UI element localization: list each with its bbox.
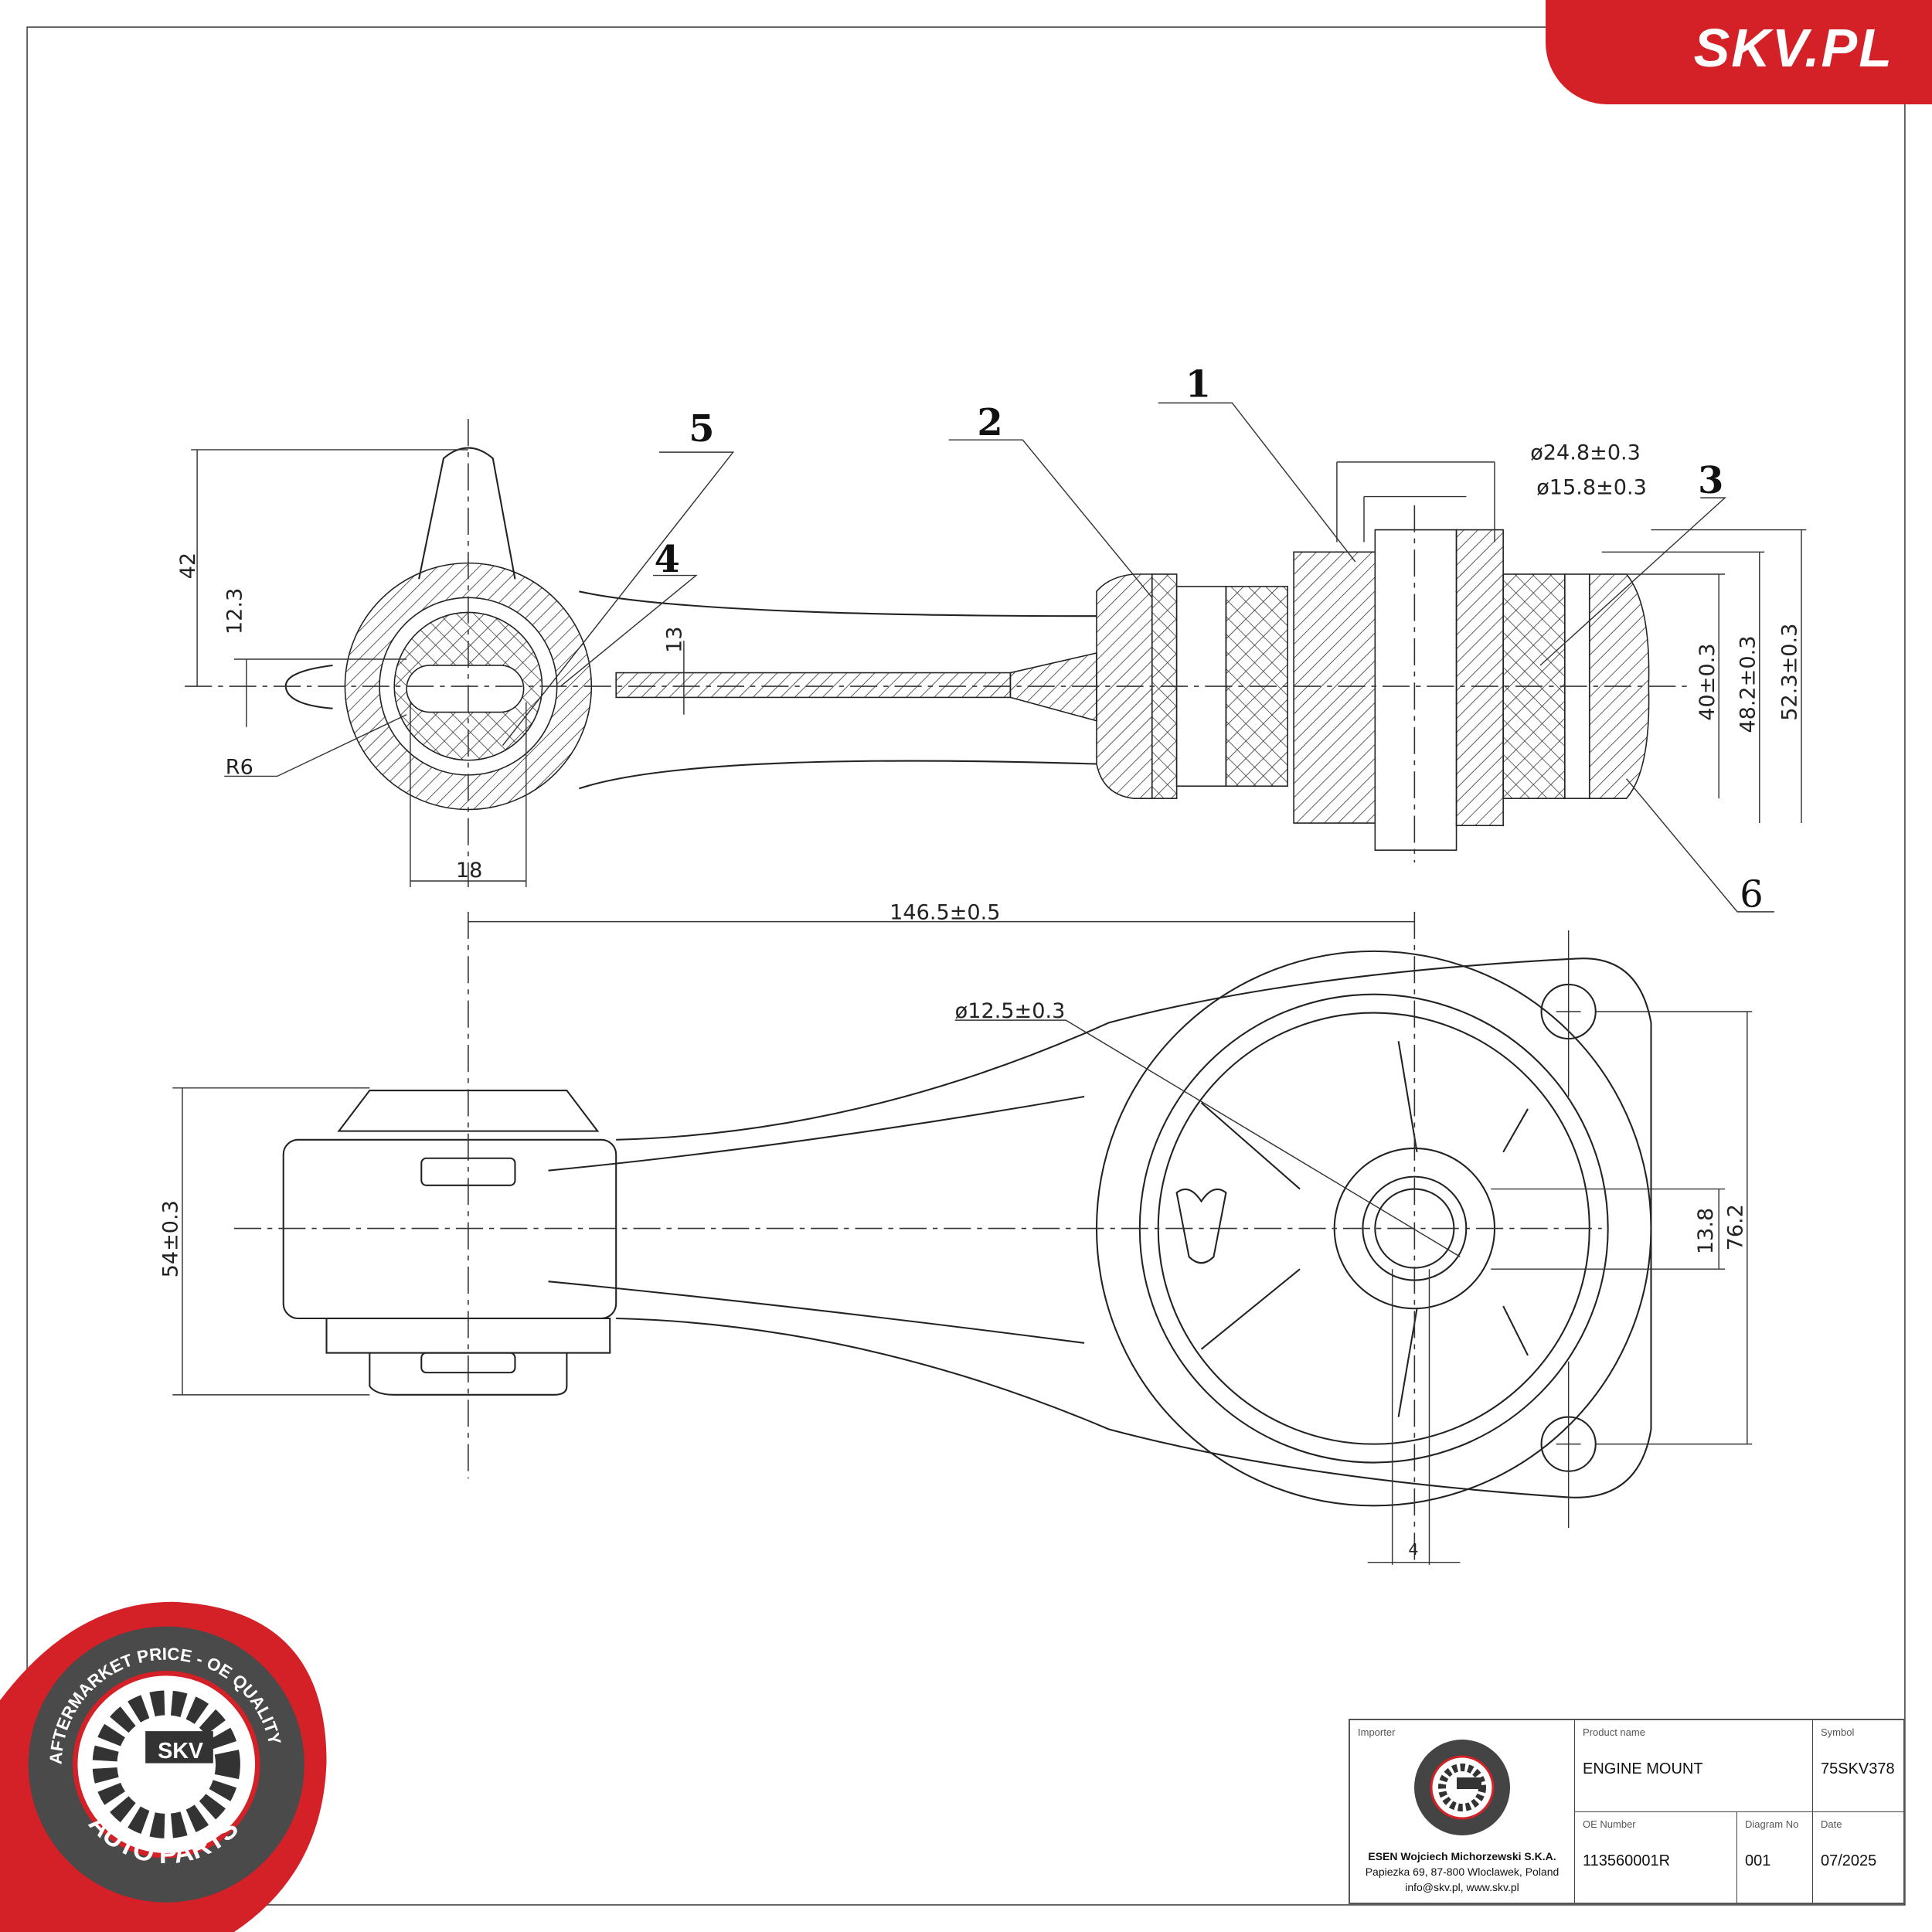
diagram-no-label: Diagram No (1745, 1818, 1799, 1830)
importer-contact: info@skv.pl, www.skv.pl (1405, 1881, 1519, 1893)
dim-48: 48.2±0.3 (1736, 636, 1760, 733)
oe-number-label: OE Number (1583, 1818, 1636, 1830)
product-name-value: ENGINE MOUNT (1583, 1760, 1703, 1777)
date-label: Date (1821, 1818, 1842, 1830)
brand-logo: SKV.PL (1693, 18, 1893, 78)
dim-13: 13 (663, 627, 687, 653)
importer-name: ESEN Wojciech Michorzewski S.K.A. (1368, 1850, 1556, 1862)
dim-length: 146.5±0.5 (889, 900, 1000, 924)
date-value: 07/2025 (1821, 1852, 1877, 1869)
dim-d12: ø12.5±0.3 (955, 999, 1066, 1023)
callout-6: 6 (1740, 873, 1763, 916)
symbol-cell: Symbol 75SKV378 (1812, 1720, 1903, 1811)
bottom-view-section (172, 911, 1753, 1565)
dim-42: 42 (176, 553, 200, 579)
symbol-label: Symbol (1821, 1726, 1855, 1738)
oe-number-cell: OE Number 113560001R (1574, 1811, 1736, 1903)
product-name-label: Product name (1583, 1726, 1645, 1738)
callout-4: 4 (655, 538, 680, 581)
importer-logo (1414, 1740, 1510, 1835)
importer-cell: Importer ESEN Wojciech Michorzewski S.K.… (1350, 1720, 1574, 1903)
brand-banner: SKV.PL (1546, 0, 1932, 104)
date-cell: Date 07/2025 (1812, 1811, 1903, 1903)
dim-13-8: 13.8 (1694, 1208, 1718, 1254)
diagram-no-cell: Diagram No 001 (1736, 1811, 1812, 1903)
dim-d24: ø24.8±0.3 (1530, 441, 1641, 465)
callout-1: 1 (1185, 362, 1211, 406)
importer-label: Importer (1358, 1726, 1396, 1738)
product-name-cell: Product name ENGINE MOUNT (1574, 1720, 1812, 1811)
dim-18: 18 (456, 859, 482, 883)
dim-r6: R6 (226, 755, 253, 779)
drawing-border (26, 26, 1906, 1906)
skv-seal-logo: SKV AFTERMARKET PRICE - OE QUALITY AUTO … (0, 1601, 327, 1932)
dim-d15: ø15.8±0.3 (1536, 475, 1647, 499)
top-view-section (185, 402, 1807, 913)
oe-number-value: 113560001R (1583, 1852, 1671, 1869)
diagram-no-value: 001 (1745, 1852, 1771, 1869)
importer-address: Papiezka 69, 87-800 Wloclawek, Poland (1365, 1866, 1560, 1878)
seal-center-text: SKV (158, 1739, 203, 1764)
title-block: Importer ESEN Wojciech Michorzewski S.K.… (1349, 1719, 1905, 1904)
dim-12-3: 12.3 (223, 588, 247, 634)
dim-76-2: 76.2 (1723, 1204, 1747, 1250)
dim-54: 54±0.3 (159, 1200, 183, 1277)
dim-4: 4 (1408, 1540, 1418, 1559)
callout-5: 5 (689, 407, 714, 451)
dim-40: 40±0.3 (1696, 643, 1719, 720)
callout-3: 3 (1698, 459, 1723, 502)
dim-52: 52.3±0.3 (1778, 624, 1802, 721)
callout-2: 2 (977, 401, 1002, 444)
symbol-value: 75SKV378 (1821, 1760, 1895, 1777)
